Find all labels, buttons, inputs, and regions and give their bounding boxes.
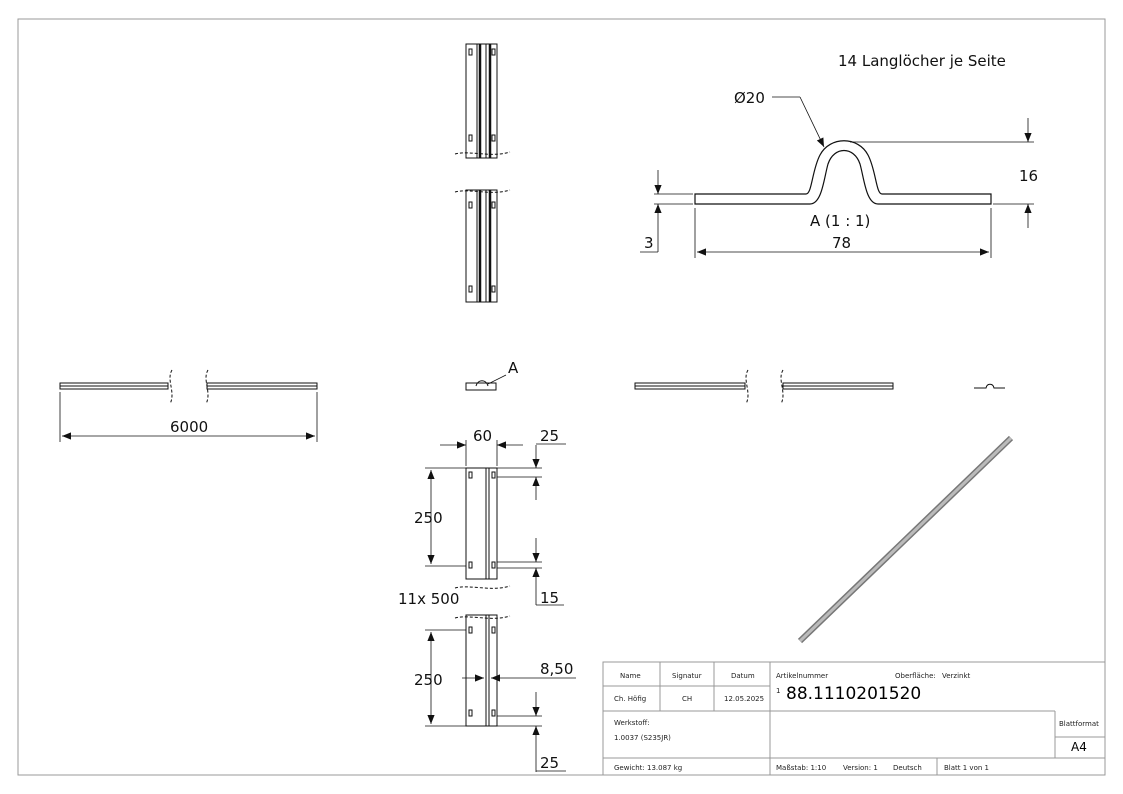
isometric-view	[797, 435, 1014, 644]
dim-span-lower: 250	[414, 671, 443, 689]
front-view-upper	[454, 467, 511, 589]
front-view-upper-dims	[425, 440, 566, 606]
side-view-right	[634, 369, 894, 405]
tb-format-value: A4	[1071, 740, 1087, 754]
tb-article-prefix: 1	[776, 687, 780, 695]
dim-slot-length: 15	[540, 589, 559, 607]
tb-material-value: 1.0037 (S235JR)	[614, 734, 671, 742]
detail-a-profile	[694, 140, 992, 205]
dim-span-upper: 250	[414, 509, 443, 527]
dim-offset-bottom: 25	[540, 754, 559, 772]
front-view-lower	[454, 614, 511, 727]
tb-signature-value: CH	[682, 695, 692, 703]
tb-date-label: Datum	[731, 672, 755, 680]
tb-scale: Maßstab: 1:10	[776, 764, 826, 772]
title-block-frame	[602, 661, 1106, 776]
detail-label: A (1 : 1)	[810, 212, 870, 230]
tb-format-label: Blattformat	[1059, 720, 1099, 728]
dim-pitch: 11x 500	[398, 590, 459, 608]
end-view	[465, 374, 507, 391]
side-view-left	[59, 369, 318, 442]
tb-article-number: 88.1110201520	[786, 684, 921, 704]
tb-material-label: Werkstoff:	[614, 719, 650, 727]
tb-name-label: Name	[620, 672, 641, 680]
front-view-lower-dims	[425, 629, 576, 772]
dim-length: 6000	[170, 418, 208, 436]
tb-version: Version: 1	[843, 764, 878, 772]
dim-offset-top: 25	[540, 427, 559, 445]
dim-diameter: Ø20	[734, 89, 765, 107]
dim-thickness: 3	[644, 234, 654, 252]
dim-width: 78	[832, 234, 851, 252]
dim-front-width: 60	[473, 427, 492, 445]
tb-signature-label: Signatur	[672, 672, 702, 680]
tb-weight: Gewicht: 13.087 kg	[614, 764, 682, 772]
top-view	[454, 43, 511, 303]
dim-height: 16	[1019, 167, 1038, 185]
tb-surface-value: Verzinkt	[942, 672, 971, 680]
tb-article-label: Artikelnummer	[776, 672, 828, 680]
tb-sheet: Blatt 1 von 1	[944, 764, 989, 772]
tb-language: Deutsch	[893, 764, 922, 772]
tb-surface-label: Oberfläche:	[895, 672, 936, 680]
note-slots: 14 Langlöcher je Seite	[838, 52, 1006, 70]
end-view-small	[974, 383, 1005, 389]
tb-date-value: 12.05.2025	[724, 695, 764, 703]
sheet-frame	[17, 18, 1106, 776]
section-marker-a: A	[508, 359, 519, 377]
detail-a-dimensions	[640, 96, 1034, 258]
dim-slot-position: 8,50	[540, 660, 573, 678]
tb-name-value: Ch. Höfig	[614, 695, 646, 703]
